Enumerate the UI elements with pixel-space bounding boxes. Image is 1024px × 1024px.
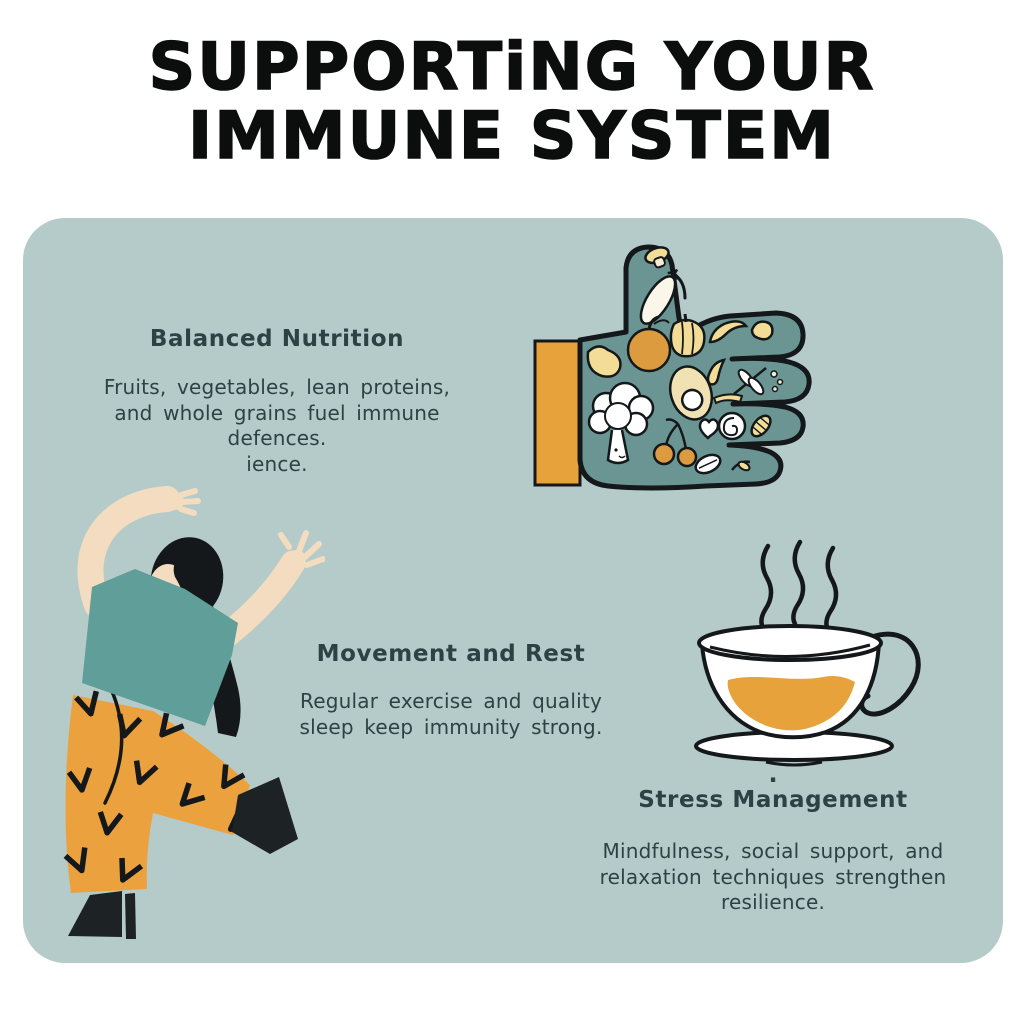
dancer-pants-seam [103, 687, 124, 805]
standing-shoe-toe [125, 893, 136, 939]
title-line-1: SUPPORTiNG YOUR [148, 30, 876, 105]
apple-slice-icon [712, 393, 744, 405]
dancer-left-arm [77, 486, 201, 618]
hand-cuff [533, 339, 582, 487]
mushroom-icon [644, 246, 670, 269]
cherries-icon [652, 418, 698, 468]
stress-line: resilience. [720, 890, 826, 914]
pepper-icon [669, 313, 706, 358]
content-panel: Balanced Nutrition Fruits, vegetables, l… [23, 218, 1003, 963]
section-balanced-nutrition: Balanced Nutrition Fruits, vegetables, l… [52, 326, 502, 477]
nutrition-line: Fruits, vegetables, lean proteins, [103, 375, 451, 399]
almond-icon [750, 414, 772, 438]
pear-icon [586, 345, 622, 378]
broccoli-icon [587, 381, 655, 465]
fig-spiral-icon [717, 411, 747, 441]
avocado-icon [668, 365, 714, 421]
dancer-shoes [68, 777, 298, 939]
nutrition-body: Fruits, vegetables, lean proteins, and w… [52, 375, 502, 477]
apple-icon [626, 315, 672, 373]
cup-rim [697, 624, 883, 662]
sprout-icon [731, 460, 751, 472]
nutrition-line: ience. [246, 451, 308, 476]
page-title: SUPPORTiNG YOUR IMMUNE SYSTEM [0, 30, 1024, 174]
raised-shoe [232, 777, 298, 854]
nutrition-line: and whole grains fuel immune [114, 400, 440, 425]
stress-body: Mindfulness, social support, and relaxat… [568, 839, 978, 916]
eggplant-icon [639, 268, 680, 325]
title-line-2: IMMUNE SYSTEM [187, 98, 836, 174]
banana-small-icon [706, 358, 727, 386]
nutrition-heading: Balanced Nutrition [149, 326, 405, 352]
strawberry-heart-icon [698, 418, 720, 440]
tea-fill [727, 675, 855, 731]
lemon-leaf-icon [694, 453, 722, 475]
movement-heading: Movement and Rest [316, 641, 586, 667]
dancer-pants [65, 695, 250, 893]
stress-heading: Stress Management [638, 787, 908, 813]
stress-line: relaxation techniques strengthen [599, 864, 947, 889]
dancer-shirt [82, 569, 238, 726]
standing-shoe [68, 891, 122, 937]
cup-rim-inner-line [709, 643, 871, 659]
thumbs-up-food-hand-icon [533, 244, 812, 491]
section-movement-rest: Movement and Rest Regular exercise and q… [276, 641, 626, 740]
banana-icon [708, 320, 749, 344]
saucer-base-line [765, 760, 823, 767]
dancing-person-icon [63, 486, 325, 939]
stray-dot: . [768, 760, 778, 788]
nutrition-line: defences. [227, 426, 327, 450]
leaf-sprig-icon [733, 367, 784, 396]
movement-line: Regular exercise and quality [300, 689, 602, 713]
movement-line: sleep keep immunity strong. [299, 714, 603, 739]
stress-line: Mindfulness, social support, and [602, 839, 944, 863]
section-stress-management: . Stress Management Mindfulness, social … [568, 760, 978, 916]
dancer-right-arm [214, 530, 325, 648]
steam-lines [759, 539, 839, 633]
cashew-icon [750, 320, 774, 341]
steaming-teacup-icon [694, 539, 921, 767]
movement-body: Regular exercise and quality sleep keep … [276, 689, 626, 740]
